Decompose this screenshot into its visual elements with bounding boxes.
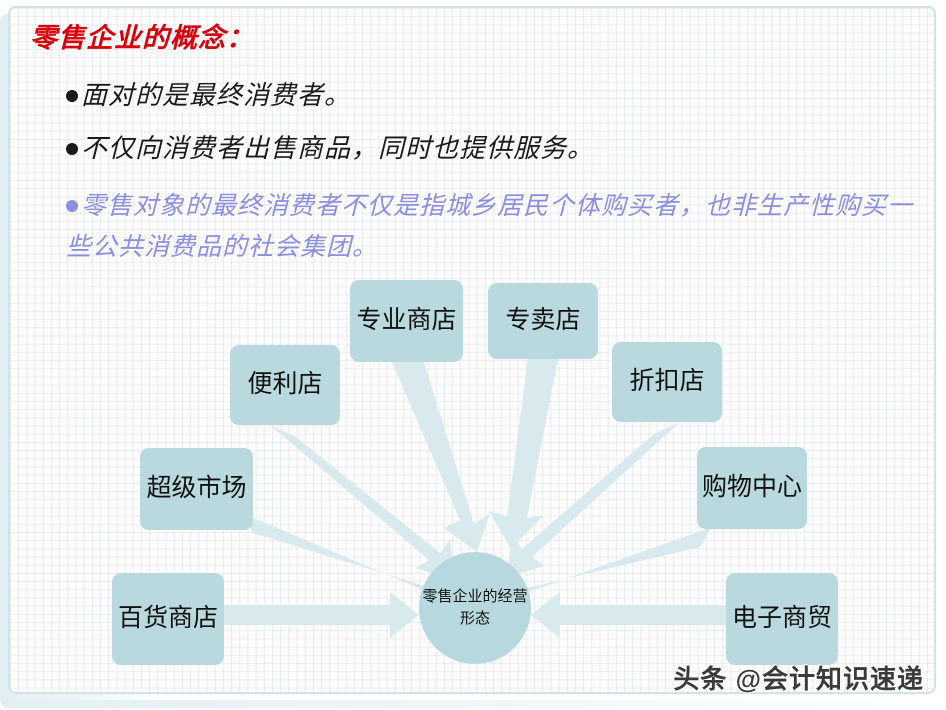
node-department-store-label: 百货商店 [117,605,218,632]
node-department-store[interactable]: 百货商店 [112,573,224,665]
node-discount-store-label: 折扣店 [629,368,705,395]
bullet-dot-icon [66,90,78,102]
bullet-dot-icon [66,200,78,212]
node-discount-store[interactable]: 折扣店 [612,342,722,422]
arrow-convenience-store [270,425,455,580]
arrow-e-commerce [531,592,726,638]
bullet-item-1: 面对的是最终消费者。 [66,75,351,112]
node-exclusive-shop[interactable]: 专卖店 [488,283,598,359]
bullet-item-1-label: 面对的是最终消费者。 [81,81,352,110]
arrow-specialty-store [392,362,490,552]
node-specialty-store-label: 专业商店 [356,307,457,334]
arrow-exclusive-shop [489,359,558,549]
bullet-item-3: 零售对象的最终消费者不仅是指城乡居民个体购买者，也非生产性购买一些公共消费品的社… [66,186,926,268]
node-supermarket[interactable]: 超级市场 [140,448,253,530]
node-exclusive-shop-label: 专卖店 [505,307,581,334]
diagram-hub-label: 零售企业的经营形态 [422,588,528,627]
node-shopping-mall[interactable]: 购物中心 [697,447,807,529]
arrow-shopping-mall [496,527,712,621]
page-shadow-bottom [14,700,944,708]
arrow-supermarket [240,512,455,621]
arrow-discount-store [506,422,680,577]
arrow-department-store [224,592,419,638]
node-convenience-store[interactable]: 便利店 [230,345,340,425]
node-specialty-store[interactable]: 专业商店 [350,280,463,362]
bullet-item-2: 不仅向消费者出售商品，同时也提供服务。 [66,128,594,165]
bullet-dot-icon [66,143,78,155]
watermark: 头条 @会计知识速递 [673,664,924,694]
bullet-item-2-label: 不仅向消费者出售商品，同时也提供服务。 [81,134,595,163]
node-supermarket-label: 超级市场 [146,475,247,502]
page-title: 零售企业的概念： [30,23,254,53]
node-e-commerce[interactable]: 电子商贸 [726,573,838,665]
bullet-item-3-label: 零售对象的最终消费者不仅是指城乡居民个体购买者，也非生产性购买一些公共消费品的社… [66,193,914,261]
node-e-commerce-label: 电子商贸 [731,605,832,632]
diagram-hub[interactable]: 零售企业的经营形态 [419,552,531,664]
node-convenience-store-label: 便利店 [247,371,323,398]
node-shopping-mall-label: 购物中心 [701,474,802,501]
